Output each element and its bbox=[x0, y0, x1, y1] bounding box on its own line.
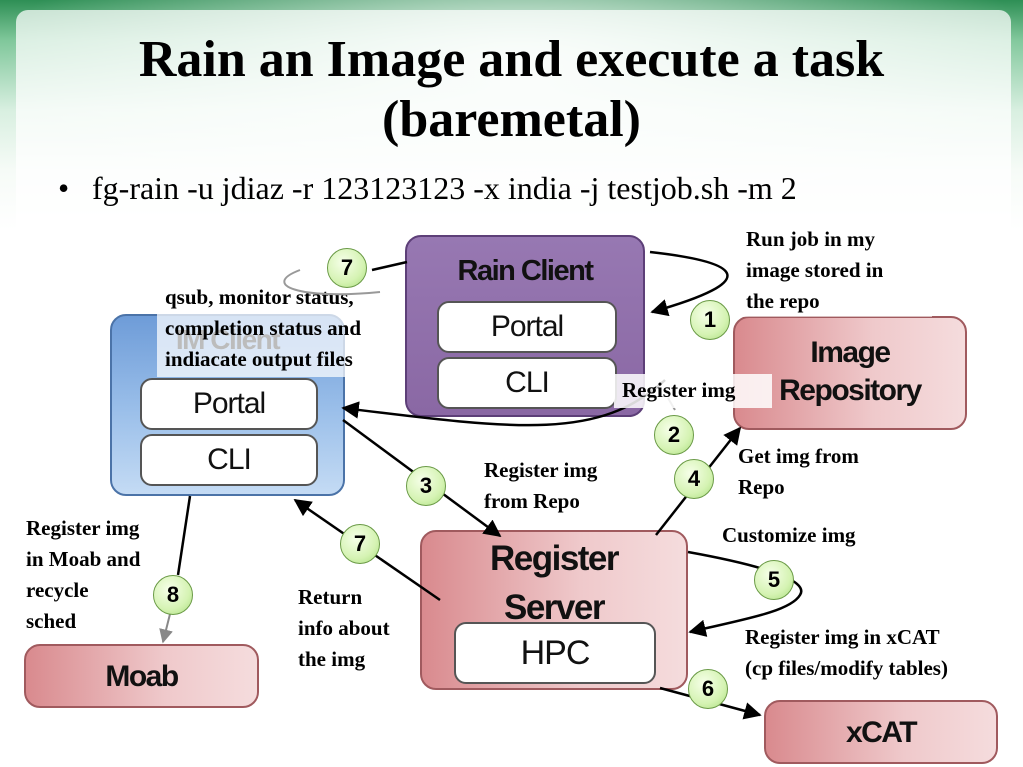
step-3: 3 bbox=[406, 466, 446, 506]
step-8: 8 bbox=[153, 575, 193, 615]
run-job-label-backdrop bbox=[742, 225, 932, 317]
step-5: 5 bbox=[754, 560, 794, 600]
slide-title: Rain an Image and execute a task (bareme… bbox=[0, 30, 1023, 150]
rain-client-portal: Portal bbox=[437, 301, 617, 353]
register-moab-label: Register img in Moab and recycle sched bbox=[26, 513, 140, 637]
step-1: 1 bbox=[690, 300, 730, 340]
arrow-to-moab-upper bbox=[176, 495, 192, 576]
image-repository-line-1: Image bbox=[810, 336, 891, 369]
return-info-label: Return info about the img bbox=[298, 582, 390, 675]
register-moab-line-3: recycle bbox=[26, 578, 89, 602]
qsub-line-1: qsub, monitor status, bbox=[165, 285, 354, 309]
rain-client-box: Rain Client Portal CLI bbox=[405, 235, 645, 417]
moab-title: Moab bbox=[105, 660, 179, 693]
arrow-customize bbox=[687, 550, 803, 637]
im-client-cli: CLI bbox=[140, 434, 318, 486]
image-repository-line-2: Repository bbox=[779, 374, 922, 407]
image-repository-title: Image Repository bbox=[735, 334, 965, 410]
arrow-to-moab-lower bbox=[159, 613, 173, 644]
register-moab-line-1: Register img bbox=[26, 516, 140, 540]
register-img-label-backdrop bbox=[614, 374, 772, 408]
register-from-repo-label: Register img from Repo bbox=[484, 455, 597, 517]
register-server-line-2: Server bbox=[504, 588, 605, 627]
run-job-label: Run job in my image stored in the repo bbox=[746, 224, 883, 317]
register-server-hpc: HPC bbox=[454, 622, 656, 684]
command-text: fg-rain -u jdiaz -r 123123123 -x india -… bbox=[92, 170, 797, 206]
rain-client-cli: CLI bbox=[437, 357, 617, 409]
register-server-title: Register Server bbox=[422, 534, 686, 632]
arrow-qsub-loop bbox=[283, 269, 381, 296]
moab-box: Moab bbox=[24, 644, 259, 708]
title-line-1: Rain an Image and execute a task bbox=[138, 31, 885, 88]
run-job-line-2: image stored in bbox=[746, 258, 884, 282]
register-xcat-label: Register img in xCAT (cp files/modify ta… bbox=[745, 622, 948, 684]
im-client-portal: Portal bbox=[140, 378, 318, 430]
rain-client-title: Rain Client bbox=[457, 255, 594, 287]
image-repository-box: Image Repository bbox=[733, 316, 967, 430]
step-7-qsub: 7 bbox=[327, 248, 367, 288]
command-bullet: • fg-rain -u jdiaz -r 123123123 -x india … bbox=[58, 170, 797, 207]
arrow-qsub bbox=[371, 260, 408, 272]
qsub-line-2: completion status and bbox=[165, 316, 362, 340]
get-img-label: Get img from Repo bbox=[738, 441, 859, 503]
register-from-repo-line-1: Register img bbox=[484, 458, 598, 482]
register-img-label: Register img bbox=[622, 378, 736, 402]
return-info-line-1: Return bbox=[298, 585, 363, 609]
qsub-label: qsub, monitor status, completion status … bbox=[165, 282, 361, 375]
register-xcat-line-2: (cp files/modify tables) bbox=[745, 656, 948, 680]
arrow-run-job bbox=[649, 250, 729, 317]
xcat-box: xCAT bbox=[764, 700, 998, 764]
get-img-line-1: Get img from bbox=[738, 444, 859, 468]
return-info-line-3: the img bbox=[298, 647, 366, 671]
customize-img-label: Customize img bbox=[722, 523, 856, 547]
return-info-line-2: info about bbox=[298, 616, 390, 640]
step-4: 4 bbox=[674, 459, 714, 499]
register-moab-line-2: in Moab and bbox=[26, 547, 141, 571]
qsub-label-backdrop bbox=[157, 285, 431, 377]
run-job-line-1: Run job in my bbox=[746, 227, 875, 251]
register-server-box: Register Server HPC bbox=[420, 530, 688, 690]
run-job-line-3: the repo bbox=[746, 289, 820, 313]
step-2: 2 bbox=[654, 415, 694, 455]
title-line-2: (baremetal) bbox=[382, 91, 641, 148]
register-server-line-1: Register bbox=[489, 539, 620, 578]
bullet-dot-icon: • bbox=[58, 170, 70, 206]
register-xcat-line-1: Register img in xCAT bbox=[745, 625, 940, 649]
register-moab-line-4: sched bbox=[26, 609, 77, 633]
register-from-repo-line-2: from Repo bbox=[484, 489, 580, 513]
xcat-title: xCAT bbox=[845, 716, 918, 749]
get-img-line-2: Repo bbox=[738, 475, 785, 499]
step-6: 6 bbox=[688, 669, 728, 709]
qsub-line-3: indiacate output files bbox=[165, 347, 353, 371]
step-7-return: 7 bbox=[340, 524, 380, 564]
